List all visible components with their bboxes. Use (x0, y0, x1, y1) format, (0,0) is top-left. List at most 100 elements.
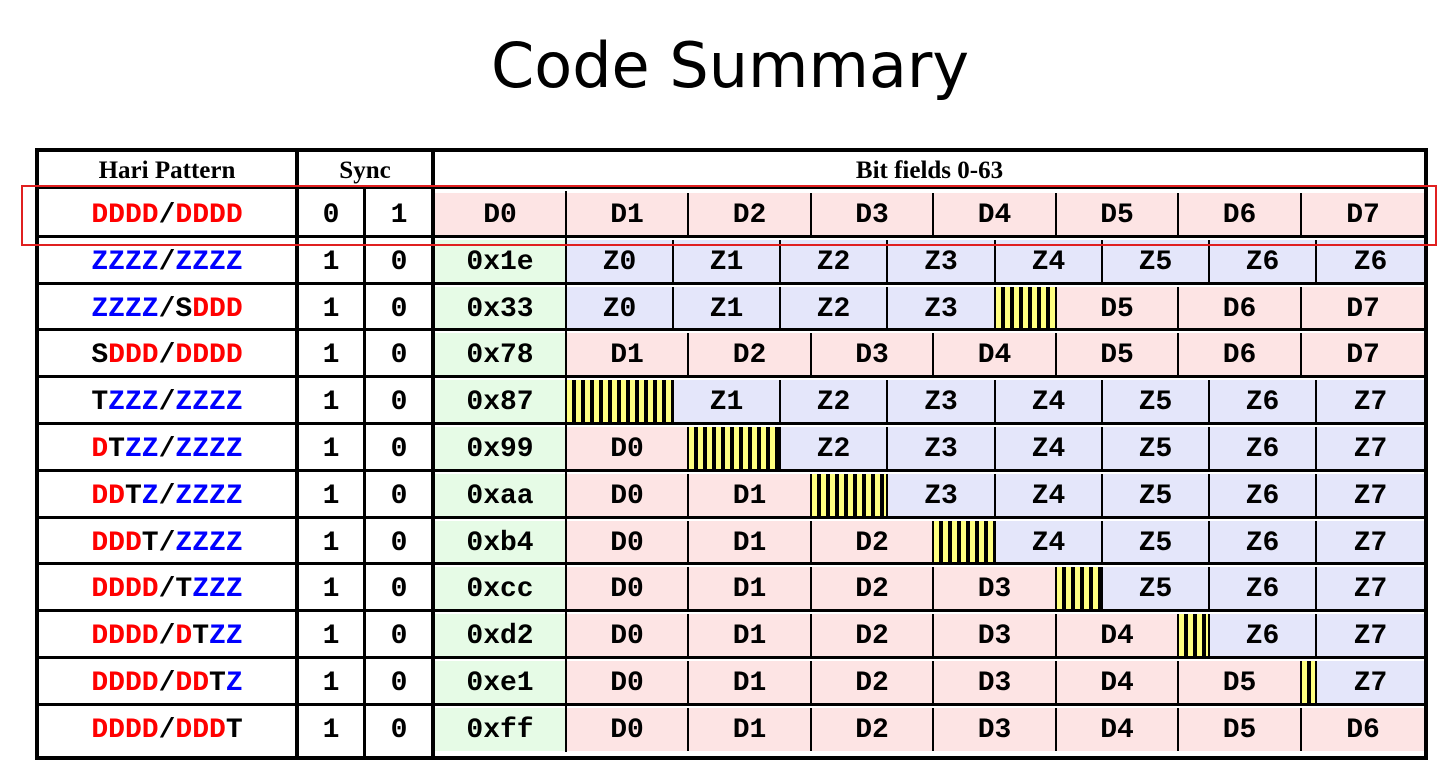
bit-field-cell: Z7 (1317, 474, 1424, 517)
bit-field-cell: D1 (689, 661, 812, 704)
bit-field-cell: D3 (934, 661, 1057, 704)
sync-bit-0: 1 (322, 621, 340, 652)
code-divider (565, 612, 567, 658)
bit-field-cell: D4 (1057, 661, 1179, 704)
bit-field-cell: D2 (812, 661, 934, 704)
row-divider (37, 562, 1427, 565)
transition-stripe (996, 287, 1057, 330)
bit-field-cell: Z5 (1103, 521, 1210, 564)
bit-field-cell: Z0 (567, 240, 674, 283)
sync-bit-1: 1 (390, 200, 408, 231)
hari-pattern: SDDD/DDDD (91, 340, 243, 371)
row-divider (37, 516, 1427, 519)
bit-field-cell: D4 (934, 193, 1057, 236)
code-value: 0xcc (435, 567, 565, 610)
transition-stripe (567, 380, 674, 423)
code-divider (565, 378, 567, 424)
bit-field-cell: D0 (567, 427, 689, 470)
sync-bit-0: 1 (322, 434, 340, 465)
row-divider (37, 328, 1427, 331)
bit-field-cell: D2 (812, 567, 934, 610)
code-value: 0x87 (435, 380, 565, 423)
transition-stripe (1302, 661, 1317, 704)
code-value: 0x1e (435, 240, 565, 283)
bit-field-cell: D4 (1057, 614, 1179, 657)
bit-field-cell: Z7 (1317, 380, 1424, 423)
hari-pattern: DDDT/ZZZZ (91, 528, 243, 559)
sync-bit-1: 0 (390, 668, 408, 699)
code-divider (565, 519, 567, 565)
sync-bit-0: 1 (322, 715, 340, 746)
code-value: 0xff (435, 708, 565, 751)
row-divider (37, 703, 1427, 706)
row-divider (37, 469, 1427, 472)
code-divider (565, 425, 567, 471)
sync-bit-1: 0 (390, 434, 408, 465)
column-divider (363, 186, 366, 758)
transition-stripe (689, 427, 781, 470)
hari-pattern: ZZZZ/SDDD (91, 294, 243, 325)
sync-bit-0: 1 (322, 668, 340, 699)
bit-field-cell: D5 (1057, 287, 1179, 330)
code-value: D0 (435, 193, 565, 236)
bit-field-cell: Z6 (1210, 521, 1317, 564)
bit-field-cell: Z2 (781, 427, 888, 470)
row-divider (37, 422, 1427, 425)
hari-pattern: DTZZ/ZZZZ (91, 434, 243, 465)
hari-pattern: TZZZ/ZZZZ (91, 387, 243, 418)
sync-bit-0: 0 (322, 200, 340, 231)
column-divider (295, 150, 299, 758)
sync-bit-0: 1 (322, 340, 340, 371)
hari-pattern: DDDD/TZZZ (91, 574, 243, 605)
code-divider (565, 472, 567, 518)
sync-bit-1: 0 (390, 340, 408, 371)
bit-field-cell: Z6 (1210, 380, 1317, 423)
bit-field-cell: Z1 (674, 287, 781, 330)
bit-field-cell: Z3 (888, 287, 996, 330)
code-summary-table (35, 148, 1428, 760)
header-divider (37, 186, 1427, 189)
bit-field-cell: D1 (689, 474, 812, 517)
sync-bit-1: 0 (390, 528, 408, 559)
bit-field-cell: Z6 (1210, 474, 1317, 517)
header-bit-fields: Bit fields 0-63 (855, 157, 1004, 184)
bit-field-cell: D5 (1179, 708, 1302, 751)
bit-field-cell: D2 (689, 333, 812, 376)
bit-field-cell: Z3 (888, 427, 996, 470)
bit-field-cell: D3 (812, 333, 934, 376)
bit-field-cell: Z7 (1317, 614, 1424, 657)
row-divider (37, 609, 1427, 612)
code-divider (565, 706, 567, 752)
bit-field-cell: D1 (689, 521, 812, 564)
bit-field-cell: Z7 (1317, 521, 1424, 564)
bit-field-cell: D1 (567, 333, 689, 376)
hari-pattern: DDDD/DDTZ (91, 668, 243, 699)
sync-bit-0: 1 (322, 387, 340, 418)
code-divider (565, 565, 567, 611)
row-divider (37, 375, 1427, 378)
row-divider (37, 235, 1427, 238)
bit-field-cell: D2 (812, 614, 934, 657)
code-divider (565, 285, 567, 331)
bit-field-cell: Z4 (996, 240, 1103, 283)
bit-field-cell: D1 (689, 567, 812, 610)
bit-field-cell: Z3 (888, 240, 996, 283)
bit-field-cell: Z5 (1103, 380, 1210, 423)
bit-field-cell: D7 (1302, 287, 1424, 330)
code-value: 0xb4 (435, 521, 565, 564)
bit-field-cell: D1 (689, 614, 812, 657)
sync-bit-0: 1 (322, 574, 340, 605)
bit-field-cell: Z4 (996, 521, 1103, 564)
sync-bit-0: 1 (322, 247, 340, 278)
bit-field-cell: Z1 (674, 380, 781, 423)
transition-stripe (812, 474, 888, 517)
bit-field-cell: Z7 (1317, 661, 1424, 704)
bit-field-cell: Z2 (781, 287, 888, 330)
sync-bit-1: 0 (390, 387, 408, 418)
sync-bit-1: 0 (390, 621, 408, 652)
bit-field-cell: Z5 (1103, 474, 1210, 517)
bit-field-cell: D7 (1302, 333, 1424, 376)
bit-field-cell: Z0 (567, 287, 674, 330)
code-divider (565, 238, 567, 284)
hari-pattern: DDDD/DDDD (91, 200, 243, 231)
